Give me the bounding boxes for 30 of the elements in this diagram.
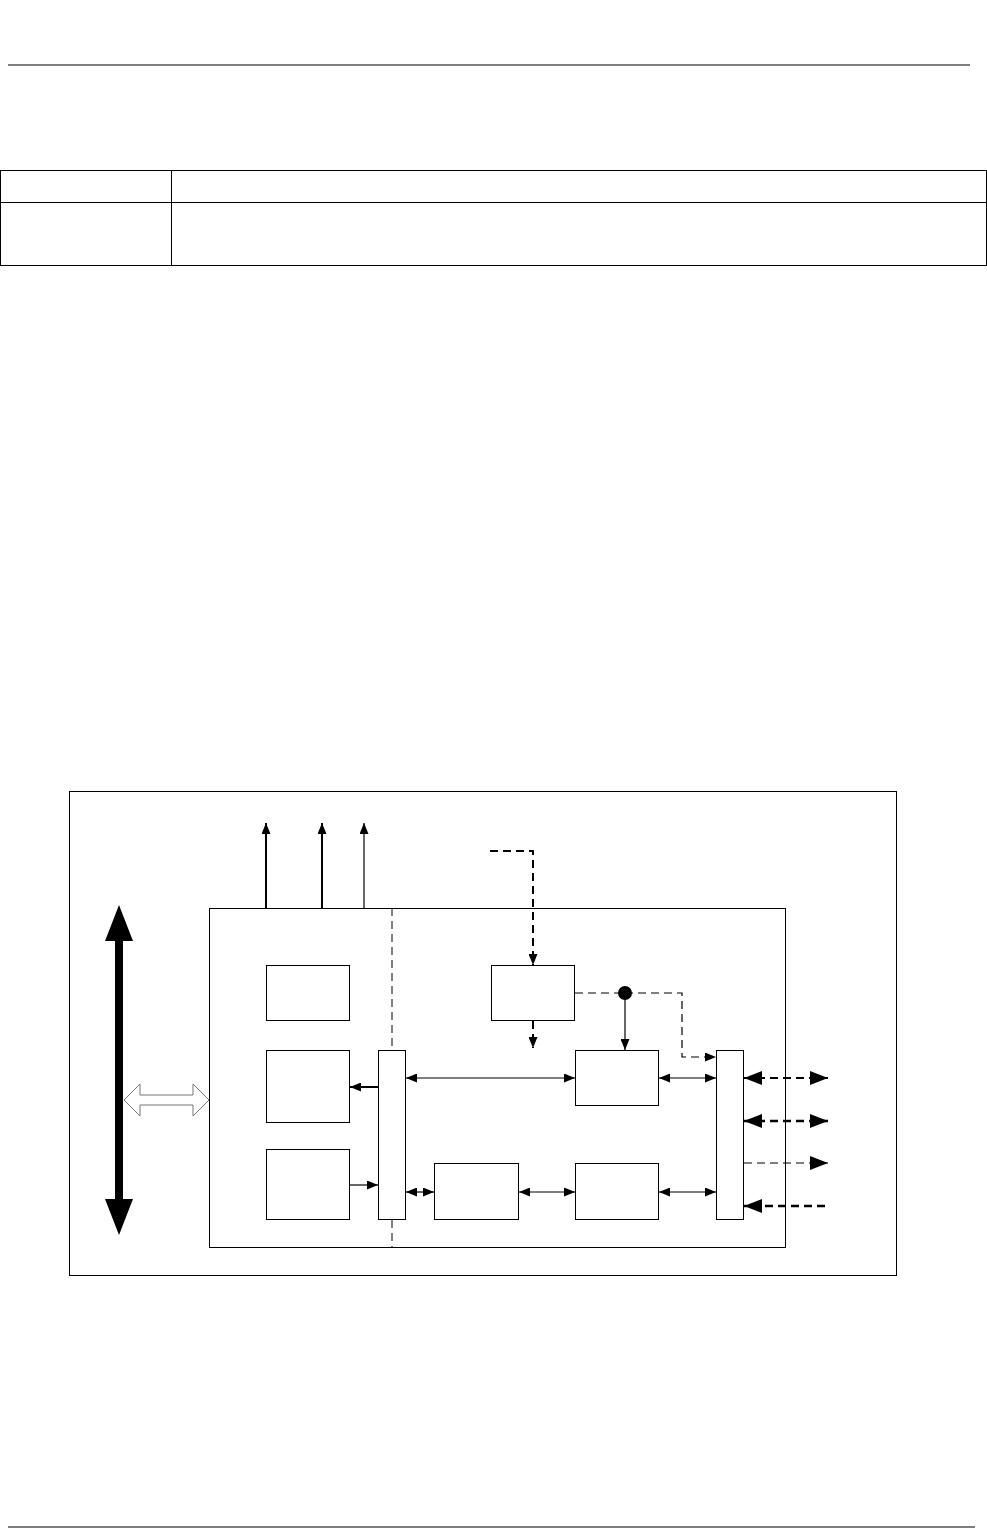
block-box	[209, 908, 786, 1248]
dashed-arrow	[743, 1156, 829, 1170]
block-box	[434, 1163, 519, 1220]
arrow	[405, 1073, 576, 1083]
arrow	[405, 1187, 435, 1197]
block-box	[716, 1050, 744, 1220]
dashed-arrow	[744, 1114, 828, 1128]
connector-trunk	[574, 986, 632, 1000]
hollow-double-arrow	[123, 1083, 210, 1117]
block-box	[266, 1050, 350, 1123]
block-box	[378, 1050, 406, 1220]
arrow	[658, 1187, 717, 1197]
arrow	[658, 1073, 717, 1083]
arrow	[317, 822, 327, 909]
block-box	[491, 965, 575, 1021]
arrow	[518, 1187, 576, 1197]
block-box	[69, 791, 897, 1276]
arrow	[349, 1082, 379, 1092]
dashed-arrow	[489, 850, 538, 966]
block-box	[575, 1163, 659, 1220]
block-box	[266, 1149, 350, 1220]
block-box	[266, 965, 350, 1021]
dashed-arrow	[744, 1199, 825, 1213]
arrow	[349, 1180, 379, 1190]
arrow	[359, 822, 369, 909]
dashed-arrow	[528, 1020, 538, 1049]
bus-double-arrow	[104, 905, 134, 1235]
block-box	[575, 1050, 659, 1106]
dashed-arrow	[743, 1071, 829, 1085]
arrow	[261, 822, 271, 909]
